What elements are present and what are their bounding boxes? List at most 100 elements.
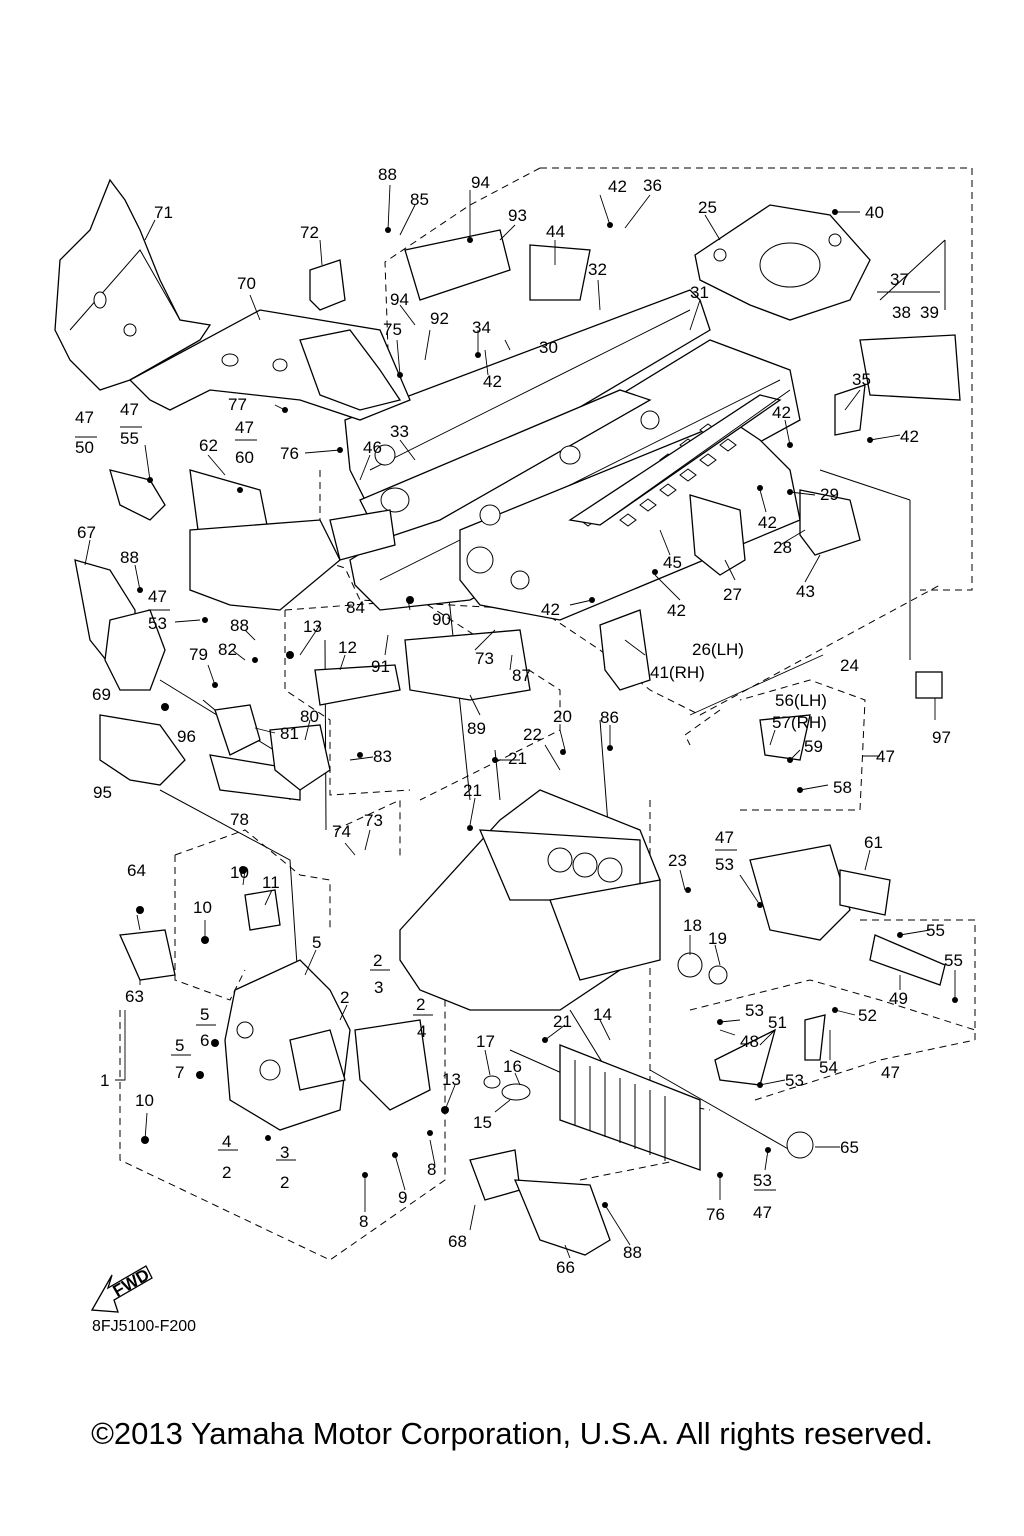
callout-label: 6 <box>200 1031 209 1050</box>
callout-label: 47 <box>75 408 94 427</box>
callout-label: 48 <box>740 1032 759 1051</box>
callout-label: 76 <box>706 1205 725 1224</box>
callout-label: 73 <box>475 649 494 668</box>
callout-label: 42 <box>758 513 777 532</box>
callout-label: 8 <box>427 1160 436 1179</box>
callout-label: 56(LH) <box>775 691 827 710</box>
callout-label: 47 <box>715 828 734 847</box>
callout-label: 12 <box>338 638 357 657</box>
callout-label: 76 <box>280 444 299 463</box>
callout-label: 37 <box>890 270 909 289</box>
callout-label: 55 <box>926 921 945 940</box>
copyright-notice: ©2013 Yamaha Motor Corporation, U.S.A. A… <box>91 1416 933 1451</box>
callout-label: 47 <box>148 587 167 606</box>
callout-label: 7 <box>175 1063 184 1082</box>
callout-label: 2 <box>373 951 382 970</box>
callout-label: 20 <box>553 707 572 726</box>
callout-label: 4 <box>417 1022 426 1041</box>
callout-label: 61 <box>864 833 883 852</box>
callout-label: 53 <box>745 1001 764 1020</box>
callout-label: 53 <box>148 614 167 633</box>
callout-label: 42 <box>772 403 791 422</box>
callout-label: 2 <box>222 1163 231 1182</box>
callout-label: 28 <box>773 538 792 557</box>
callout-label: 10 <box>135 1091 154 1110</box>
callout-label: 21 <box>463 781 482 800</box>
callout-label: 40 <box>865 203 884 222</box>
callout-label: 21 <box>508 749 527 768</box>
callout-label: 90 <box>432 610 451 629</box>
callout-label: 59 <box>804 737 823 756</box>
callout-label: 75 <box>383 320 402 339</box>
callout-label: 24 <box>840 656 859 675</box>
callout-label: 63 <box>125 987 144 1006</box>
callout-label: 11 <box>262 873 280 892</box>
callout-label: 46 <box>363 438 382 457</box>
callout-label: 14 <box>593 1005 612 1024</box>
callout-label: 47 <box>235 418 254 437</box>
callout-label: 73 <box>364 811 383 830</box>
callout-label: 84 <box>346 598 365 617</box>
callout-label: 8 <box>359 1212 368 1231</box>
callout-label: 55 <box>120 429 139 448</box>
callout-label: 13 <box>303 617 322 636</box>
callout-label: 91 <box>371 657 390 676</box>
callout-label: 45 <box>663 553 682 572</box>
callout-label: 30 <box>539 338 558 357</box>
callout-label: 66 <box>556 1258 575 1277</box>
callout-label: 21 <box>553 1012 572 1031</box>
rear-tunnel-part <box>694 204 871 321</box>
callout-label: 94 <box>390 290 409 309</box>
callout-label: 55 <box>944 951 963 970</box>
callout-label: 10 <box>230 863 249 882</box>
callout-label: 49 <box>889 989 908 1008</box>
callout-label: 71 <box>154 203 173 222</box>
callout-label: 88 <box>378 165 397 184</box>
callout-label: 4 <box>222 1132 231 1151</box>
callout-label: 41(RH) <box>650 663 705 682</box>
callout-label: 62 <box>199 436 218 455</box>
callout-label: 13 <box>442 1070 461 1089</box>
rear-parts <box>119 844 946 1256</box>
callout-label: 83 <box>373 747 392 766</box>
callout-label: 68 <box>448 1232 467 1251</box>
callout-label: 42 <box>667 601 686 620</box>
fwd-arrow-icon: FWD <box>90 1265 153 1313</box>
callout-label: 10 <box>193 898 212 917</box>
callout-label: 36 <box>643 176 662 195</box>
callout-label: 22 <box>523 725 542 744</box>
callout-label: 51 <box>768 1013 787 1032</box>
callout-label: 93 <box>508 206 527 225</box>
callout-label: 47 <box>120 400 139 419</box>
callout-label: 69 <box>92 685 111 704</box>
callout-label: 57(RH) <box>772 713 827 732</box>
callout-label: 72 <box>300 223 319 242</box>
upper-brackets <box>74 229 961 801</box>
callout-label: 29 <box>820 485 839 504</box>
front-frame-70 <box>128 309 411 421</box>
callout-label: 89 <box>467 719 486 738</box>
callout-label: 53 <box>785 1071 804 1090</box>
diagram-code: 8FJ5100-F200 <box>92 1318 197 1335</box>
callout-label: 39 <box>920 303 939 322</box>
callout-label: 27 <box>723 585 742 604</box>
callout-label: 86 <box>600 708 619 727</box>
callout-label: 42 <box>541 600 560 619</box>
callout-label: 43 <box>796 582 815 601</box>
callout-label: 64 <box>127 861 146 880</box>
center-frame <box>399 789 661 1011</box>
callout-label: 58 <box>833 778 852 797</box>
callout-label: 44 <box>546 222 565 241</box>
callout-label: 65 <box>840 1138 859 1157</box>
callout-label: 52 <box>858 1006 877 1025</box>
fasteners <box>136 209 958 1208</box>
callout-label: 5 <box>200 1005 209 1024</box>
callout-label: 88 <box>120 548 139 567</box>
callout-label: 54 <box>819 1058 838 1077</box>
callout-label: 2 <box>340 988 349 1007</box>
callout-label: 5 <box>312 933 321 952</box>
callout-label: 38 <box>892 303 911 322</box>
callout-label: 42 <box>900 427 919 446</box>
front-bumper-71 <box>54 178 212 391</box>
